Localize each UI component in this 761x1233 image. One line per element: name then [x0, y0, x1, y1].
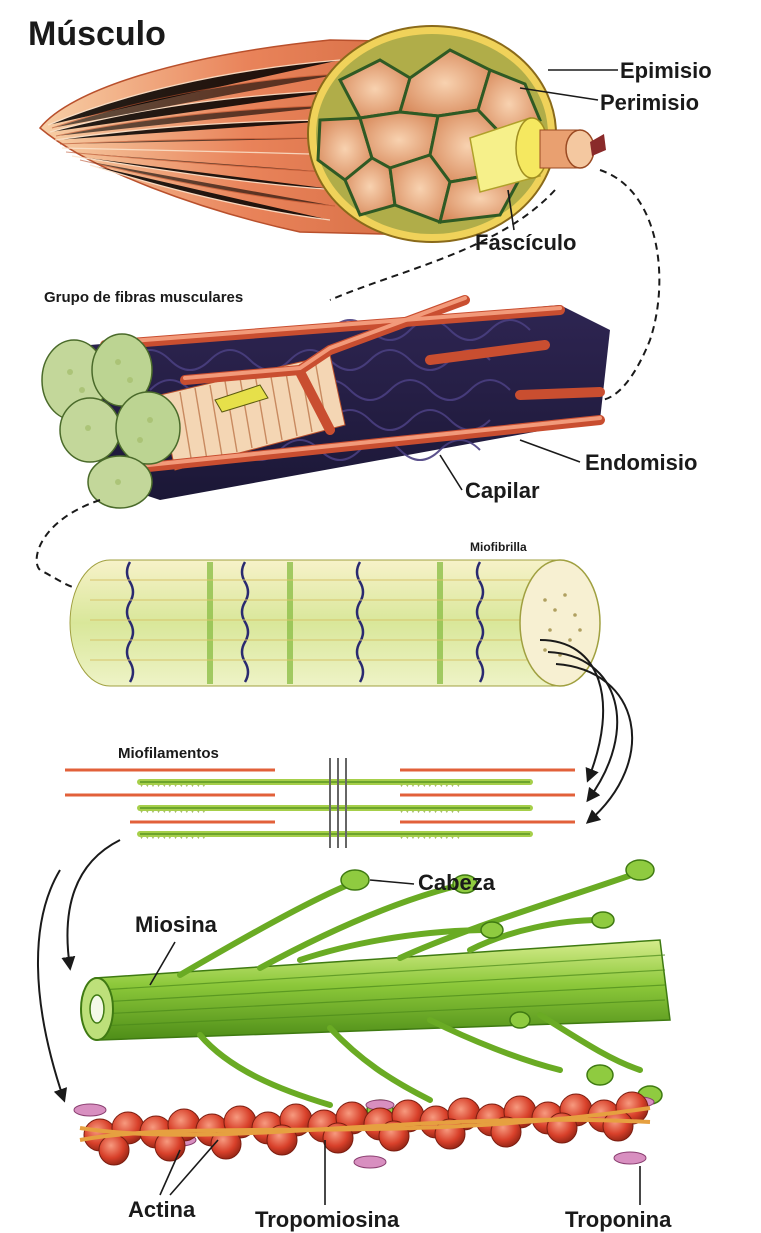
label-miosina: Miosina — [135, 912, 218, 937]
actin-filament-illustration — [74, 1092, 654, 1168]
label-troponina: Troponina — [565, 1207, 672, 1232]
label-actina: Actina — [128, 1197, 196, 1222]
myofilaments-illustration: ᐩ ᐩ ᐩ ᐩ ᐩ ᐩ ᐩ ᐩ ᐩ ᐩ ᐩ ᐩ ᐩ ᐩ ᐩ ᐩ ᐩ ᐩ ᐩ ᐩ … — [65, 758, 575, 848]
myofibril-illustration — [70, 560, 600, 686]
arrows-to-molecular — [38, 840, 120, 1100]
svg-text:ᐩ ᐩ ᐩ ᐩ ᐩ ᐩ ᐩ ᐩ ᐩ ᐩ ᐩ: ᐩ ᐩ ᐩ ᐩ ᐩ ᐩ ᐩ ᐩ ᐩ ᐩ ᐩ — [400, 783, 460, 792]
fiber-group-illustration — [42, 298, 610, 508]
svg-text:ᐩ ᐩ ᐩ ᐩ ᐩ ᐩ ᐩ ᐩ ᐩ ᐩ ᐩ: ᐩ ᐩ ᐩ ᐩ ᐩ ᐩ ᐩ ᐩ ᐩ ᐩ ᐩ — [400, 835, 460, 844]
svg-text:ᐩ ᐩ ᐩ ᐩ ᐩ ᐩ ᐩ ᐩ ᐩ ᐩ ᐩ ᐩ: ᐩ ᐩ ᐩ ᐩ ᐩ ᐩ ᐩ ᐩ ᐩ ᐩ ᐩ ᐩ — [140, 783, 205, 792]
label-endomisio: Endomisio — [585, 450, 697, 475]
svg-text:ᐩ ᐩ ᐩ ᐩ ᐩ ᐩ ᐩ ᐩ ᐩ ᐩ ᐩ: ᐩ ᐩ ᐩ ᐩ ᐩ ᐩ ᐩ ᐩ ᐩ ᐩ ᐩ — [400, 809, 460, 818]
leader-capilar — [440, 455, 462, 490]
label-cabeza: Cabeza — [418, 870, 496, 895]
page-title: Músculo — [28, 15, 166, 53]
label-perimisio: Perimisio — [600, 90, 699, 115]
label-miofibrilla: Miofibrilla — [470, 540, 527, 554]
leader-endomisio — [520, 440, 580, 462]
label-grupo-fibras: Grupo de fibras musculares — [44, 289, 243, 306]
leader-cabeza — [370, 880, 414, 884]
label-epimisio: Epimisio — [620, 58, 712, 83]
connector-muscle-to-fibers — [600, 170, 659, 400]
label-tropomiosina: Tropomiosina — [255, 1207, 400, 1232]
myosin-filament-illustration — [81, 860, 670, 1120]
label-capilar: Capilar — [465, 478, 540, 503]
label-fasciculo: Fascículo — [475, 230, 576, 255]
whole-muscle-illustration — [40, 26, 606, 242]
svg-text:ᐩ ᐩ ᐩ ᐩ ᐩ ᐩ ᐩ ᐩ ᐩ ᐩ ᐩ ᐩ: ᐩ ᐩ ᐩ ᐩ ᐩ ᐩ ᐩ ᐩ ᐩ ᐩ ᐩ ᐩ — [140, 809, 205, 818]
label-miofilamentos: Miofilamentos — [118, 745, 219, 762]
svg-text:ᐩ ᐩ ᐩ ᐩ ᐩ ᐩ ᐩ ᐩ ᐩ ᐩ ᐩ ᐩ: ᐩ ᐩ ᐩ ᐩ ᐩ ᐩ ᐩ ᐩ ᐩ ᐩ ᐩ ᐩ — [140, 835, 205, 844]
